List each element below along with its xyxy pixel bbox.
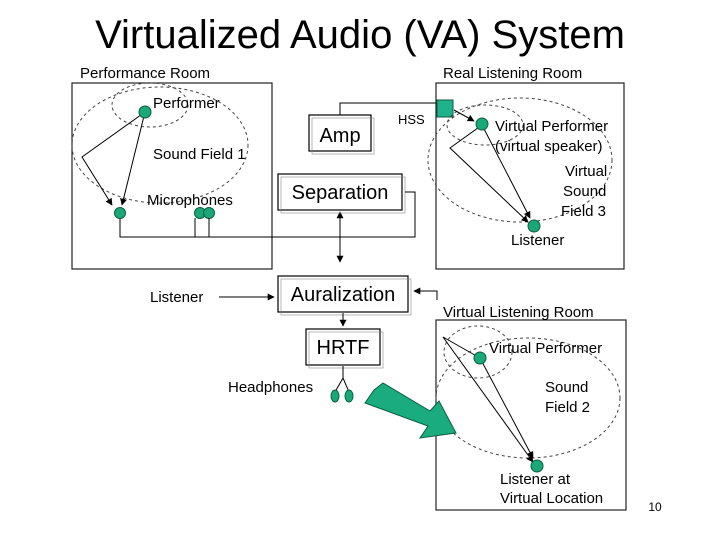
virtual-speaker-label: (virtual speaker) [495, 138, 603, 155]
virtual-performer-2-label: Virtual Performer [489, 340, 602, 357]
microphones-label: Microphones [147, 192, 233, 209]
sound-field-1-ellipse [71, 86, 249, 204]
virtual-room-label: Virtual Listening Room [443, 304, 594, 321]
listener-input-label: Listener [150, 289, 203, 306]
virtual-listener-line2: Virtual Location [500, 490, 603, 507]
direct-path-arrow [120, 111, 146, 206]
performance-room-box [71, 82, 273, 270]
sound-field-3-ellipse [427, 97, 613, 223]
reflected-path-arrow [81, 111, 146, 206]
sound-field-3-line2: Sound [563, 183, 606, 200]
real-direct-path-arrow [481, 124, 531, 219]
virtual-performer-2-node [473, 351, 487, 365]
microphone-3 [203, 207, 215, 219]
virtual-listener-node [530, 459, 544, 473]
headphone-left [330, 389, 340, 403]
sound-field-3-line1: Virtual [565, 163, 607, 180]
hss-speaker [436, 99, 454, 118]
separation-to-auralization-arrow [336, 191, 416, 263]
real-room-label: Real Listening Room [443, 65, 582, 82]
virtual-listening-room: Virtual Listening Room Virtual Performer… [435, 304, 627, 511]
auralization-block [277, 275, 409, 313]
page-number: 10 [648, 500, 662, 514]
virtual-listener-line1: Listener at [500, 471, 571, 488]
virtual-direct-path-arrow [479, 357, 534, 459]
sound-field-2-line1: Sound [545, 379, 588, 396]
amp-label: Amp [319, 125, 360, 147]
virtual-performer-node [475, 117, 489, 131]
processing-chain: Amp Separation Auralization HRTF Listene… [150, 102, 445, 403]
virtual-reflected-path-arrow [442, 336, 534, 463]
performance-room-label: Performance Room [80, 65, 210, 82]
performer-near-field [111, 82, 189, 128]
virtual-room-to-auralization-arrow [413, 287, 438, 300]
separation-label: Separation [292, 182, 389, 204]
amp-block [308, 114, 372, 152]
virtual-performer-2-near-field [443, 325, 513, 379]
slide-title: Virtualized Audio (VA) System [95, 13, 625, 57]
hss-label: HSS [398, 112, 425, 127]
separation-block [277, 173, 403, 211]
hss-to-virtual-performer-arrow [453, 109, 475, 122]
hrtf-label: HRTF [317, 337, 370, 359]
virtual-performer-label: Virtual Performer [495, 118, 608, 135]
hrtf-block [305, 328, 381, 366]
amp-to-hss-arrow [339, 102, 445, 116]
perception-arrow [364, 382, 457, 439]
headphones-label: Headphones [228, 379, 313, 396]
headphone-right [344, 389, 354, 403]
performer-node [138, 105, 152, 119]
sound-field-3-line3: Field 3 [561, 203, 606, 220]
auralization-label: Auralization [291, 284, 396, 306]
performance-room: Performance Room Performer Sound Field 1… [71, 65, 344, 270]
real-listener-node [527, 219, 541, 233]
sound-field-1-label: Sound Field 1 [153, 146, 246, 163]
virtual-performer-near-field [446, 104, 524, 146]
sound-field-2-line2: Field 2 [545, 399, 590, 416]
real-room-box [435, 82, 625, 270]
performer-label: Performer [153, 95, 220, 112]
real-reflected-path-arrow [449, 124, 529, 223]
real-listening-room: Real Listening Room HSS Virtual Performe… [398, 65, 625, 270]
microphone-1 [114, 207, 126, 219]
mic-wire-main [119, 219, 340, 238]
real-listener-label: Listener [511, 232, 564, 249]
